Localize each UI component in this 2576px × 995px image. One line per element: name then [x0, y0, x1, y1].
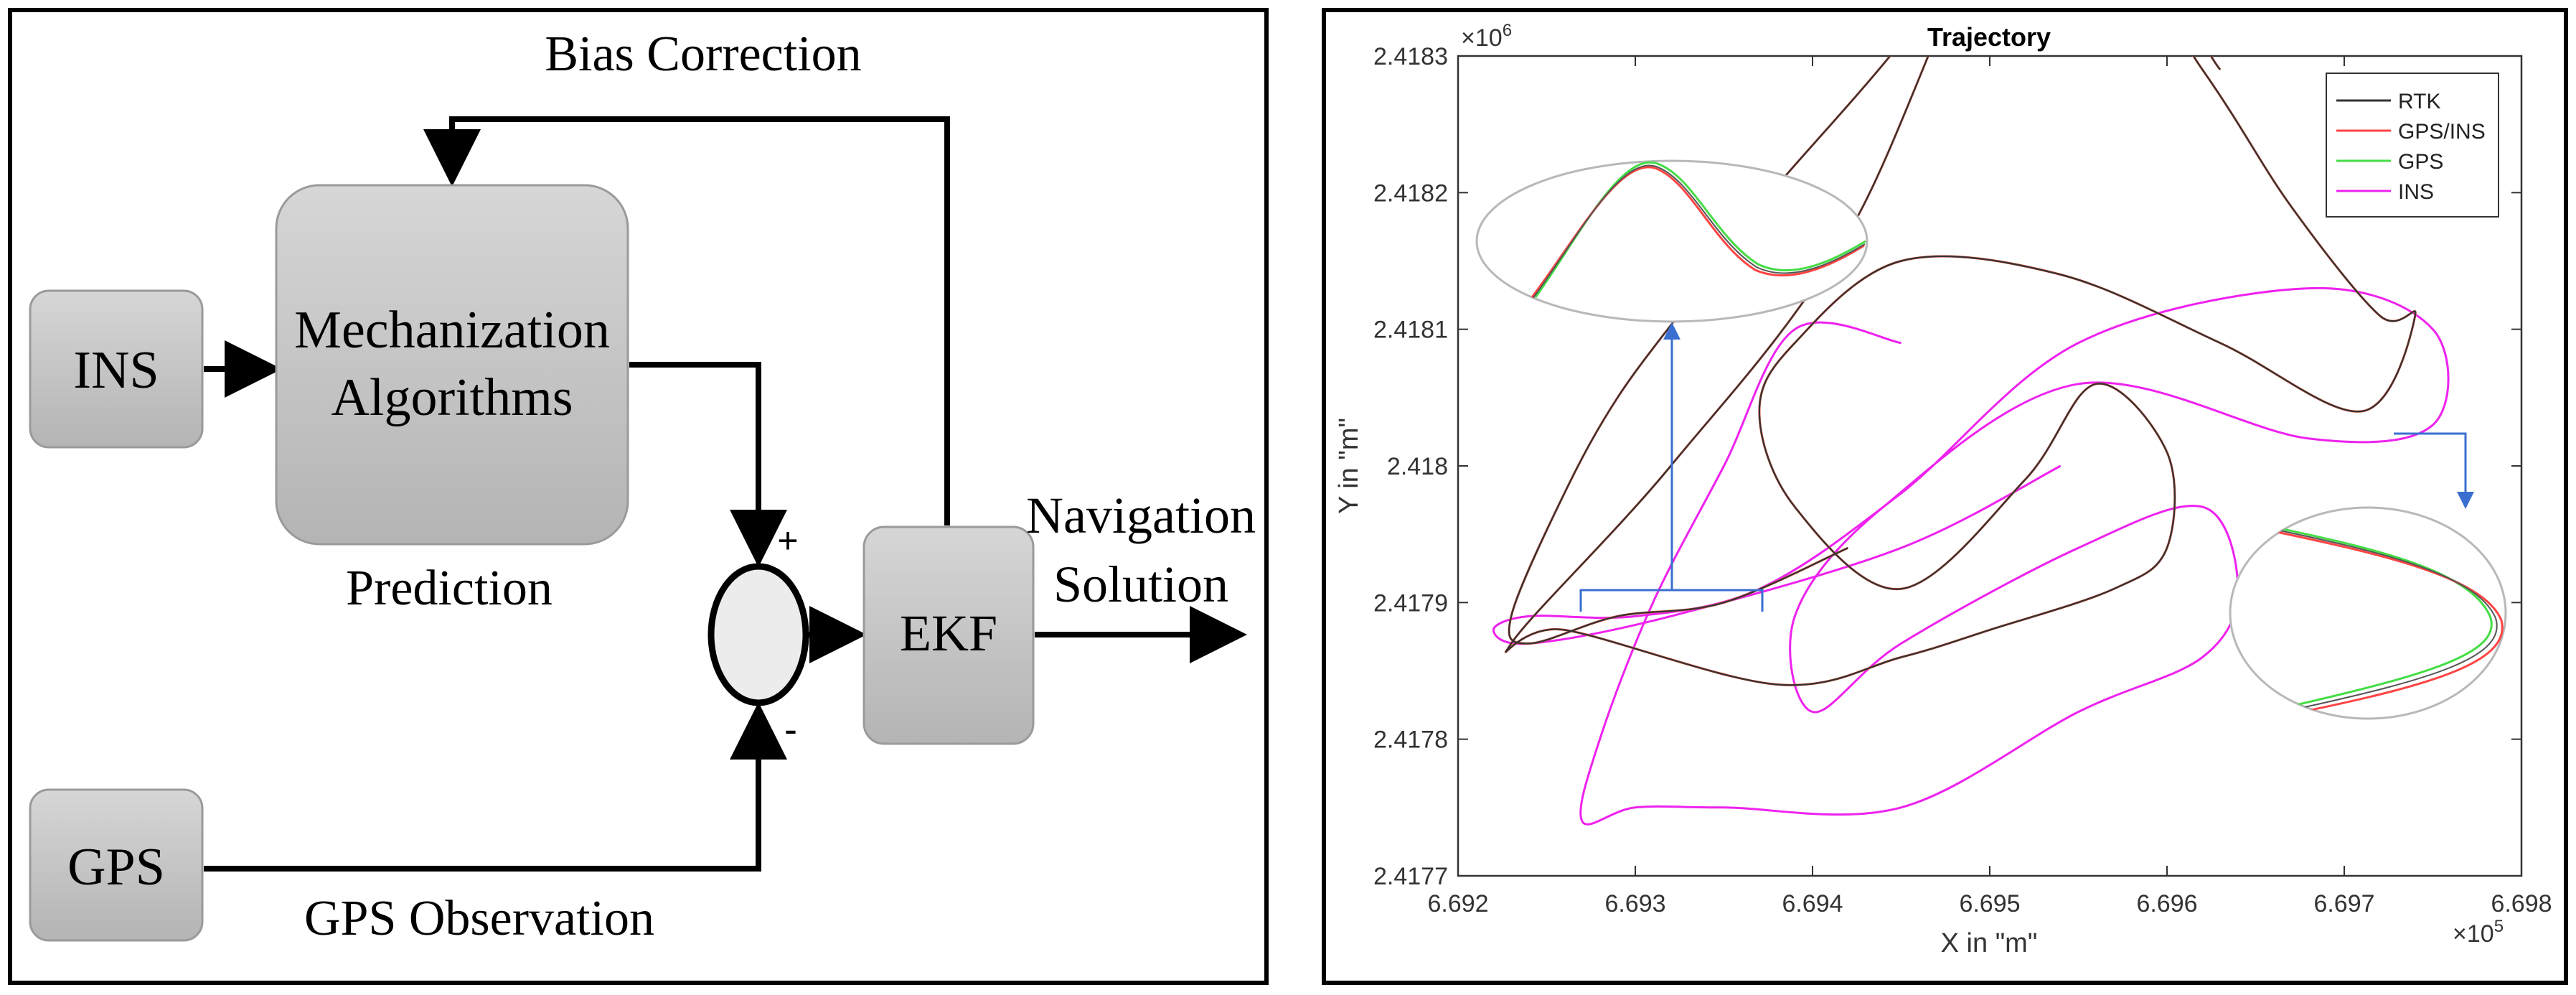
x-tick-label: 6.692: [1427, 890, 1488, 917]
ins-label: INS: [73, 341, 159, 400]
zoom-inset-right: [2229, 432, 2507, 720]
axis-tick-labels: 6.692 6.693 6.694 6.695 6.696 6.697 6.698 2.417…: [1373, 43, 2552, 917]
ekf-label: EKF: [900, 604, 997, 662]
zoom-right-gps-line: [2252, 521, 2493, 706]
zoom-right-arrow: [2394, 432, 2474, 509]
block-diagram: Bias Correction INS Mechanization Algori…: [8, 8, 1269, 985]
diagram-frame: [8, 8, 1269, 985]
navigation-label-line2: Solution: [1053, 556, 1228, 613]
zoom-ellipse-left: [1475, 159, 1868, 323]
bias-feedback-arrow: [423, 116, 950, 525]
mechanization-label-line2: Algorithms: [331, 368, 573, 427]
prediction-label: Prediction: [346, 561, 553, 616]
legend-label: RTK: [2398, 90, 2440, 113]
gps-label: GPS: [67, 838, 165, 897]
zoom-left-rtk-line: [1532, 164, 1866, 299]
y-tick-label: 2.418: [1387, 453, 1448, 480]
y-axis-label: Y in "m": [1334, 418, 1364, 514]
legend-label: GPS: [2398, 150, 2443, 174]
zoom-inset-left: [1475, 159, 1868, 612]
mechanization-label-line1: Mechanization: [294, 301, 610, 360]
x-exponent: ×105: [2453, 917, 2504, 948]
x-tick-label: 6.698: [2491, 890, 2552, 917]
ins-block: [29, 289, 204, 449]
y-tick-label: 2.4182: [1373, 179, 1448, 207]
y-tick-label: 2.4181: [1373, 317, 1448, 344]
gps-observation-arrow: [204, 702, 787, 872]
navigation-label-line1: Navigation: [1026, 487, 1256, 544]
x-tick-label: 6.696: [2136, 890, 2197, 917]
minus-sign: -: [784, 708, 797, 751]
prediction-arrow: [629, 362, 787, 567]
x-tick-label: 6.694: [1782, 890, 1843, 917]
plus-sign: +: [777, 520, 798, 561]
x-axis-label: X in "m": [1941, 928, 2038, 958]
y-tick-label: 2.4179: [1373, 589, 1448, 617]
legend-box: [2326, 73, 2499, 218]
legend-label: GPS/INS: [2398, 120, 2486, 144]
x-tick-label: 6.693: [1604, 890, 1665, 917]
legend-label: INS: [2398, 180, 2434, 204]
ekf-block: [862, 525, 1035, 745]
legend: RTK GPS/INS GPS INS: [2326, 73, 2499, 218]
y-tick-label: 2.4177: [1373, 863, 1448, 890]
mechanization-block: [275, 184, 629, 546]
series-line-ins: [1492, 286, 2450, 826]
x-tick-label: 6.697: [2313, 890, 2374, 917]
y-tick-label: 2.4178: [1373, 727, 1448, 754]
y-exponent: ×106: [1461, 21, 1512, 52]
x-tick-label: 6.695: [1959, 890, 2020, 917]
y-tick-label: 2.4183: [1373, 43, 1448, 70]
summing-junction: [708, 563, 809, 706]
axis-ticks: [1457, 55, 2522, 877]
bias-correction-label: Bias Correction: [545, 27, 861, 82]
zoom-ellipse-right: [2229, 506, 2507, 720]
zoom-right-fused-line: [2252, 525, 2504, 714]
chart-title: Trajectory: [1927, 22, 2051, 52]
zoom-right-rtk-line: [2252, 524, 2498, 709]
gps-block: [29, 788, 204, 942]
gps-observation-label: GPS Observation: [304, 891, 654, 946]
